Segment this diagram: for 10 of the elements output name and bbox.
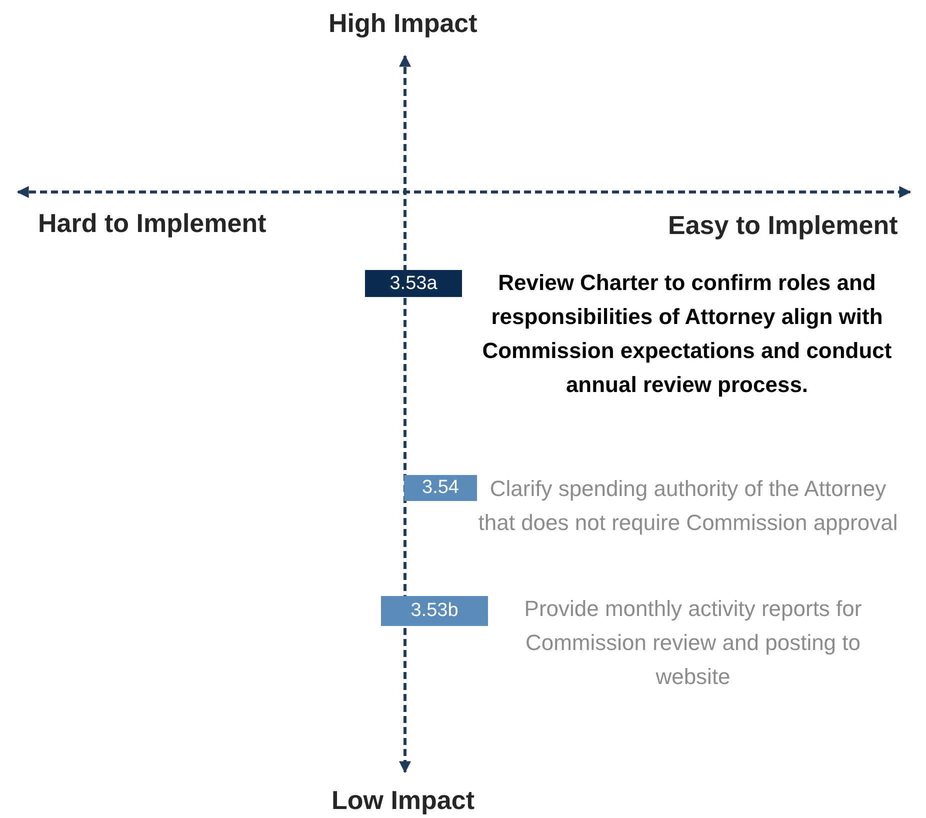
axis-label: Hard to Implement — [38, 208, 266, 239]
axis-label: High Impact — [328, 8, 478, 39]
item-number-tag: 3.53b — [381, 596, 488, 626]
item-number-tag: 3.54 — [404, 475, 477, 501]
axis-label: Low Impact — [332, 785, 475, 816]
recommendation-text: Provide monthly activity reports for Commission review and posting to website — [523, 595, 863, 691]
item-number-tag: 3.53a — [365, 270, 462, 297]
recommendation-text: Clarify spending authority of the Attorney that does not require Commission approval — [477, 475, 899, 537]
recommendation-text: Review Charter to confirm roles and responsibilities of Attorney align with Commission expectations and conduct annual review process. — [481, 269, 893, 399]
axis-label: Easy to Implement — [668, 210, 898, 241]
